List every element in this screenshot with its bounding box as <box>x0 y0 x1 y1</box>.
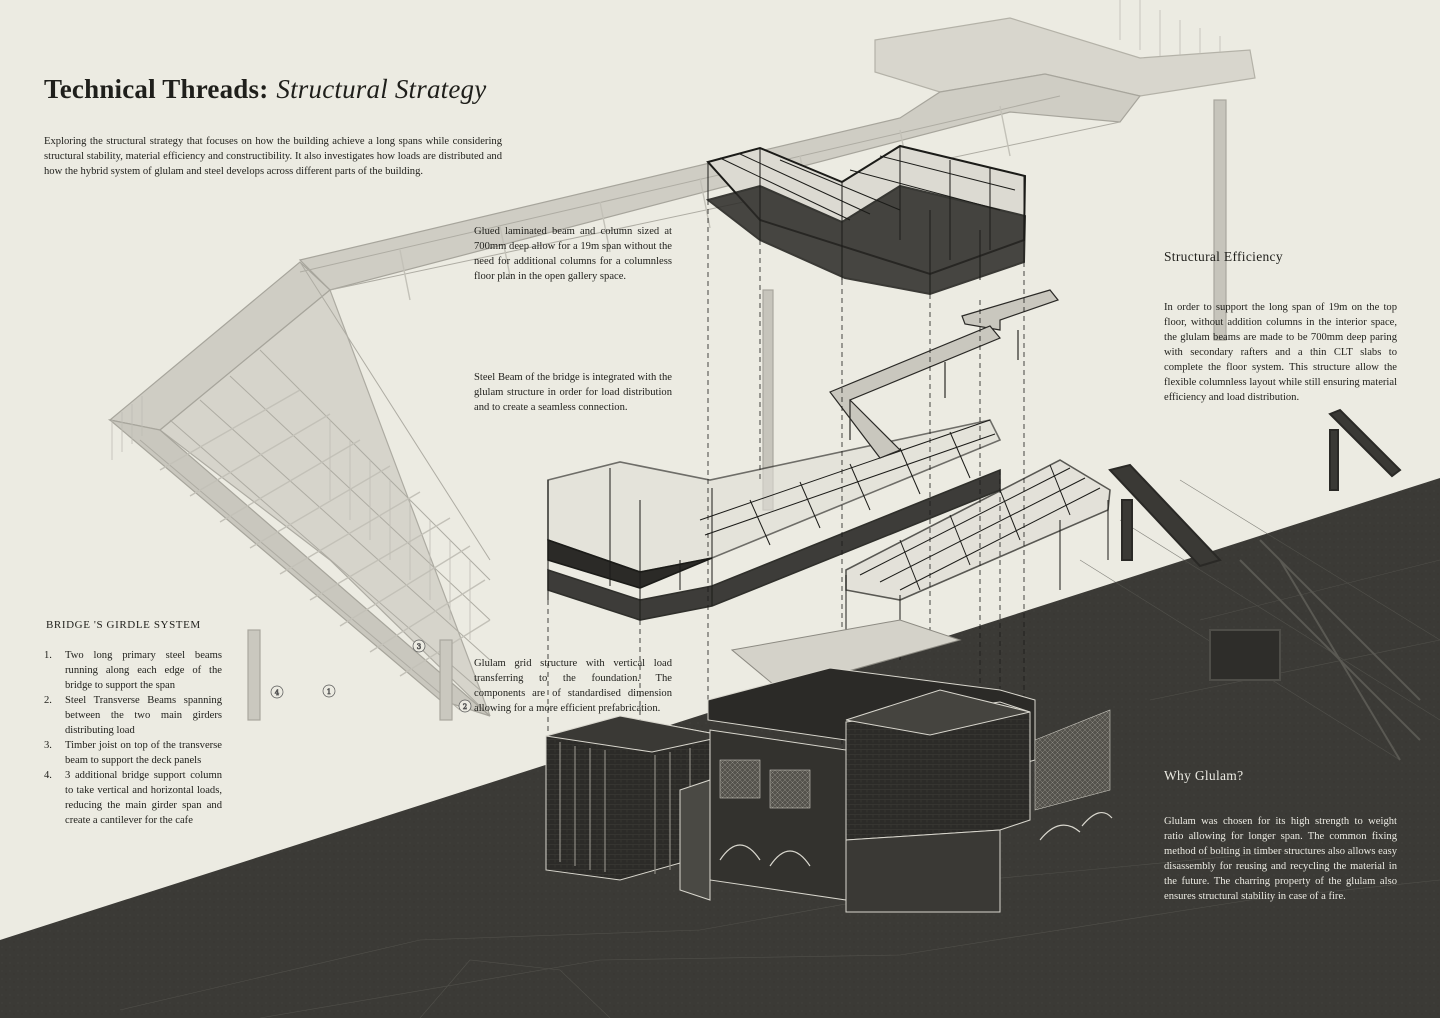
list-item: 3. Timber joist on top of the transverse … <box>44 738 222 768</box>
structural-efficiency-body: In order to support the long span of 19m… <box>1164 301 1398 403</box>
ground-slab-outline <box>730 619 962 691</box>
svg-text:1: 1 <box>327 688 331 696</box>
title-subtitle: Structural Strategy <box>276 74 487 104</box>
list-item-text: Steel Transverse Beams spanning between … <box>65 695 222 736</box>
bridge-girdle-structure <box>107 0 1256 721</box>
exploded-roof-frame <box>705 144 1027 296</box>
building-base <box>545 667 1113 913</box>
list-item-number: 3. <box>44 740 52 751</box>
site-contour-lines <box>119 479 1440 1018</box>
exploded-middle-frame <box>547 419 1111 660</box>
list-item-number: 4. <box>44 770 52 781</box>
list-item-text: 3 additional bridge support column to ta… <box>65 770 222 826</box>
intro-paragraph: Exploring the structural strategy that f… <box>44 135 502 177</box>
page-title: Technical Threads:Structural Strategy <box>44 74 486 105</box>
list-item-number: 2. <box>44 695 52 706</box>
why-glulam-heading: Why Glulam? <box>1164 768 1244 783</box>
list-item: 1. Two long primary steel beams running a… <box>44 648 222 693</box>
list-item-number: 1. <box>44 650 52 661</box>
bridge-callouts: 1 2 3 4 <box>270 639 472 713</box>
structural-efficiency-heading: Structural Efficiency <box>1164 249 1283 264</box>
why-glulam-body: Glulam was chosen for its high strength … <box>1164 815 1397 902</box>
bridge-girdle-list: 1. Two long primary steel beams running a… <box>44 648 222 828</box>
list-item-text: Two long primary steel beams running alo… <box>65 650 222 691</box>
title-main: Technical Threads: <box>44 74 269 104</box>
svg-text:3: 3 <box>417 643 421 651</box>
svg-text:4: 4 <box>275 689 280 697</box>
exploded-bridge-walkway <box>829 289 1060 459</box>
svg-text:2: 2 <box>463 703 467 711</box>
glued-laminated-annotation: Glued laminated beam and column sized at… <box>474 225 672 282</box>
existing-steel-structure <box>1108 408 1421 761</box>
list-item-text: Timber joist on top of the transverse be… <box>65 740 222 766</box>
steel-beam-annotation: Steel Beam of the bridge is integrated w… <box>474 371 672 413</box>
list-item: 2. Steel Transverse Beams spanning betwee… <box>44 693 222 738</box>
glulam-grid-annotation: Glulam grid structure with vertical load… <box>474 657 672 714</box>
list-item: 4. 3 additional bridge support column to … <box>44 768 222 828</box>
bridge-girdle-heading: BRIDGE 'S GIRDLE SYSTEM <box>46 619 201 631</box>
